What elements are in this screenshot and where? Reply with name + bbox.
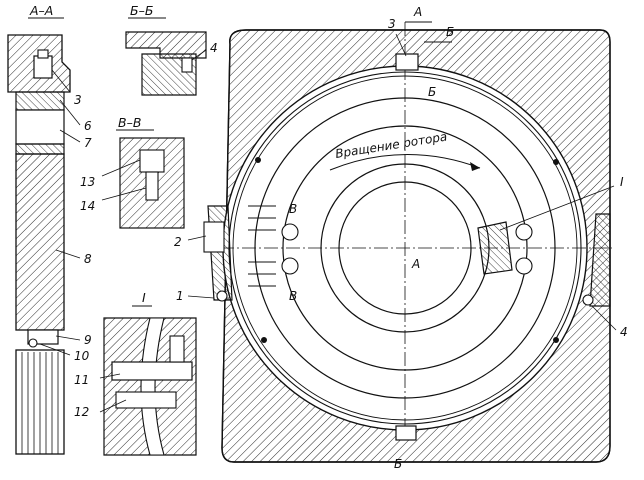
aa-part-10 xyxy=(28,338,38,348)
leader xyxy=(101,159,141,177)
aa-top-bolt-head xyxy=(37,49,49,59)
detail-i: I 11 12 xyxy=(74,290,197,456)
centre-lines xyxy=(220,22,612,440)
aa-part-6 xyxy=(15,91,65,111)
section-bb: Б–Б 4 xyxy=(125,3,218,96)
section-bb-title: Б–Б xyxy=(130,3,153,18)
section-aa-title: А–А xyxy=(29,3,53,18)
label-8: 8 xyxy=(84,252,92,266)
section-vv: В–В 13 14 xyxy=(80,115,185,229)
cut-b-top: Б xyxy=(446,25,454,39)
right-bolt xyxy=(582,294,594,306)
aa-leaders xyxy=(39,69,81,356)
cut-b-mid: Б xyxy=(428,85,436,99)
aa-part-8 xyxy=(15,153,65,331)
bolt-holes xyxy=(281,223,533,275)
leader xyxy=(99,399,127,413)
pole-block xyxy=(477,221,513,275)
leader xyxy=(101,187,147,201)
section-aa: А–А 3 6 xyxy=(7,3,92,455)
aa-top-bolt xyxy=(33,55,53,79)
top-key xyxy=(395,53,419,71)
label-10: 10 xyxy=(74,349,90,363)
left-clamp-1 xyxy=(207,205,233,301)
aa-lamination-lines xyxy=(21,352,59,454)
label-7: 7 xyxy=(84,136,92,150)
cut-v-bottom: В xyxy=(289,289,297,303)
vv-stud xyxy=(145,171,159,201)
cut-i-label: I xyxy=(620,175,624,189)
rotation-arrow xyxy=(329,154,481,171)
label-3-main: 3 xyxy=(388,17,396,31)
rotation-arrowhead xyxy=(470,162,480,171)
main-leaders xyxy=(187,33,617,331)
aa-part-7 xyxy=(15,109,65,145)
vv-nut xyxy=(139,149,165,173)
leader xyxy=(191,49,207,61)
label-3-aa: 3 xyxy=(74,93,82,107)
cut-b-bottom: Б xyxy=(394,457,402,471)
rotor-slots xyxy=(248,205,276,287)
main-view: Вращение ротора А Б Б А Б В В I 3 2 1 4 xyxy=(174,5,628,471)
label-4-bb: 4 xyxy=(210,41,218,55)
label-9: 9 xyxy=(84,333,92,347)
label-13: 13 xyxy=(80,175,95,189)
detail-i-pin xyxy=(115,391,177,409)
left-bolt xyxy=(216,290,228,302)
label-6: 6 xyxy=(84,119,92,133)
label-12: 12 xyxy=(74,405,89,419)
stator-frame-outline xyxy=(221,29,611,463)
section-vv-title: В–В xyxy=(118,115,141,130)
cut-v-top: В xyxy=(289,202,297,216)
left-clamp-2 xyxy=(203,221,225,253)
bottom-key xyxy=(395,425,417,441)
detail-i-title: I xyxy=(142,290,146,305)
bb-key xyxy=(181,57,193,73)
detail-i-bar xyxy=(111,361,193,381)
right-clamp xyxy=(589,213,611,307)
label-1: 1 xyxy=(176,289,184,303)
detail-i-bolt xyxy=(169,335,185,363)
cut-a-top: А xyxy=(413,5,422,19)
ring-fasteners xyxy=(255,157,559,343)
aa-part-7b xyxy=(15,143,65,155)
label-2: 2 xyxy=(174,235,182,249)
label-4-main: 4 xyxy=(620,325,628,339)
label-11: 11 xyxy=(74,373,89,387)
cut-a-bottom: А xyxy=(411,257,420,271)
label-14: 14 xyxy=(80,199,95,213)
leader xyxy=(99,373,121,379)
